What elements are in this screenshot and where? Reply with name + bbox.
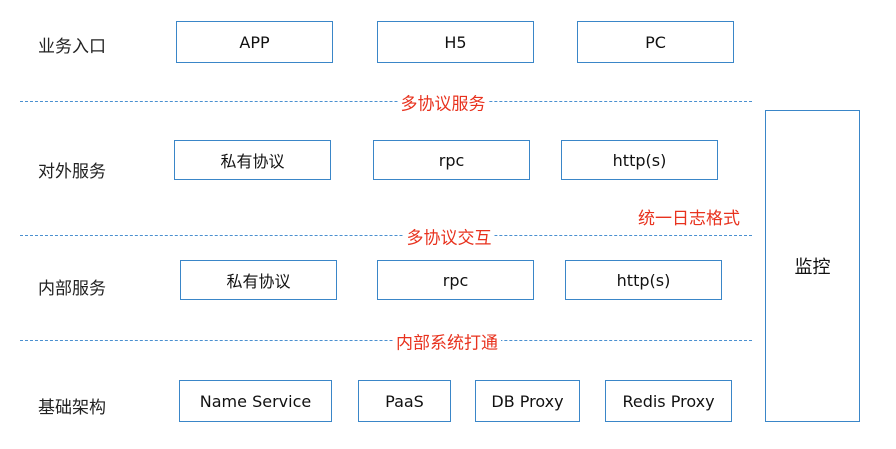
box-app: APP (176, 21, 333, 63)
layer-label-external-service: 对外服务 (38, 162, 106, 182)
box-paas: PaaS (358, 380, 451, 422)
layer-label-business-entry: 业务入口 (38, 37, 106, 57)
box-internal-private-protocol: 私有协议 (180, 260, 337, 300)
box-internal-https: http(s) (565, 260, 722, 300)
box-pc: PC (577, 21, 734, 63)
dashed-separator-2 (20, 235, 752, 236)
box-monitor: 监控 (765, 110, 860, 422)
box-db-proxy: DB Proxy (475, 380, 580, 422)
separator-label-internal-system-integration: 内部系统打通 (393, 328, 501, 354)
dashed-separator-1 (20, 101, 752, 102)
box-external-rpc: rpc (373, 140, 530, 180)
separator-label-multi-protocol-service: 多协议服务 (397, 89, 489, 115)
box-name-service: Name Service (179, 380, 332, 422)
layer-label-internal-service: 内部服务 (38, 279, 106, 299)
box-redis-proxy: Redis Proxy (605, 380, 732, 422)
box-external-https: http(s) (561, 140, 718, 180)
box-internal-rpc: rpc (377, 260, 534, 300)
box-h5: H5 (377, 21, 534, 63)
separator-label-multi-protocol-interaction: 多协议交互 (403, 223, 495, 249)
dashed-separator-3 (20, 340, 752, 341)
box-external-private-protocol: 私有协议 (174, 140, 331, 180)
side-note-unified-log-format: 统一日志格式 (638, 209, 740, 229)
layer-label-infrastructure: 基础架构 (38, 398, 106, 418)
